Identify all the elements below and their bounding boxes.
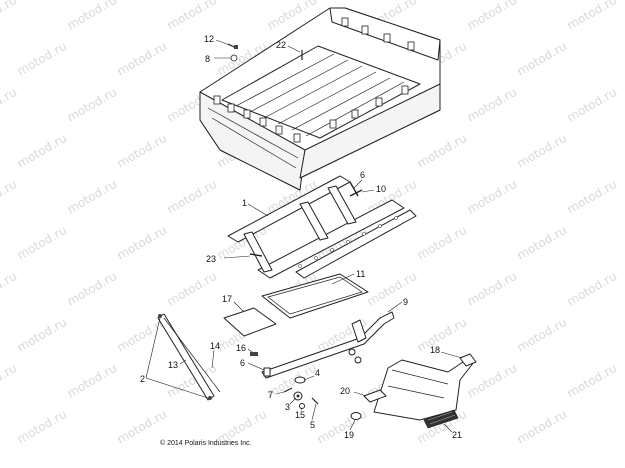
bolt-6-lower — [263, 367, 271, 377]
watermark-text: motod.ru — [0, 0, 19, 33]
floor-panel-11 — [261, 273, 369, 319]
callout-23: 23 — [206, 254, 216, 264]
watermark-text: motod.ru — [65, 177, 120, 217]
nut-8 — [230, 54, 238, 62]
callout-12: 12 — [204, 34, 214, 44]
watermark-text: motod.ru — [465, 85, 520, 125]
watermark-text: motod.ru — [0, 269, 19, 309]
watermark-text: motod.ru — [515, 223, 570, 263]
support-strap-14 — [163, 317, 221, 393]
watermark-text: motod.ru — [65, 269, 120, 309]
watermark-text: motod.ru — [15, 315, 70, 355]
bolt-10 — [349, 189, 363, 197]
watermark-text: motod.ru — [15, 131, 70, 171]
panel-17 — [223, 307, 277, 337]
subframe — [227, 175, 417, 279]
watermark-text: motod.ru — [15, 407, 70, 447]
watermark-text: motod.ru — [0, 177, 19, 217]
callout-16: 16 — [236, 343, 246, 353]
callout-2: 2 — [140, 374, 145, 384]
callout-22: 22 — [276, 40, 286, 50]
watermark-text: motod.ru — [65, 361, 120, 401]
cap-19 — [350, 412, 362, 420]
watermark-text: motod.ru — [515, 39, 570, 79]
washer-15 — [299, 403, 305, 409]
callout-17: 17 — [222, 294, 232, 304]
bolt-6-upper — [349, 181, 359, 197]
watermark-text: motod.ru — [465, 0, 520, 33]
watermark-text: motod.ru — [165, 269, 220, 309]
bolt-23 — [249, 253, 263, 257]
callout-14: 14 — [210, 341, 220, 351]
watermark-text: motod.ru — [565, 85, 620, 125]
callout-6-lower: 6 — [240, 358, 245, 368]
watermark-text: motod.ru — [165, 177, 220, 217]
strap-end-2 — [158, 314, 212, 400]
callout-19: 19 — [344, 430, 354, 440]
watermark-text: motod.ru — [565, 177, 620, 217]
watermark-text: motod.ru — [115, 39, 170, 79]
watermark-text: motod.ru — [415, 223, 470, 263]
leader-lines — [145, 39, 463, 433]
bracket-16 — [250, 352, 258, 356]
callout-15: 15 — [295, 410, 305, 420]
watermark-text: motod.ru — [15, 223, 70, 263]
watermark-text: motod.ru — [565, 361, 620, 401]
callout-9: 9 — [403, 297, 408, 307]
cargo-box — [199, 7, 441, 191]
copyright-notice: © 2014 Polaris Industries Inc. — [160, 439, 252, 447]
spacer-4 — [294, 376, 306, 384]
watermark-text: motod.ru — [0, 361, 19, 401]
bolt-7 — [283, 387, 293, 393]
watermark-text: motod.ru — [165, 0, 220, 33]
support-strap-13 — [157, 313, 215, 401]
watermark-text: motod.ru — [415, 315, 470, 355]
watermark-text: motod.ru — [565, 269, 620, 309]
callout-8: 8 — [205, 54, 210, 64]
watermark-text: motod.ru — [465, 269, 520, 309]
bolt-5 — [311, 397, 319, 405]
callout-7: 7 — [268, 390, 273, 400]
watermark-text: motod.ru — [115, 223, 170, 263]
callout-18: 18 — [430, 345, 440, 355]
callout-4: 4 — [315, 368, 320, 378]
watermark-text: motod.ru — [0, 85, 19, 125]
bushing-pair — [348, 348, 362, 364]
callout-5: 5 — [310, 420, 315, 430]
watermark-text: motod.ru — [115, 131, 170, 171]
watermark-text: motod.ru — [65, 85, 120, 125]
watermark-text: motod.ru — [465, 361, 520, 401]
watermark-text: motod.ru — [515, 315, 570, 355]
watermark-text: motod.ru — [15, 39, 70, 79]
watermark-text: motod.ru — [65, 0, 120, 33]
watermark-text: motod.ru — [415, 131, 470, 171]
callout-13: 13 — [168, 360, 178, 370]
callout-labels: 12 8 22 6 10 1 23 11 17 9 14 13 16 6 18 … — [140, 34, 462, 440]
grille-21 — [423, 409, 459, 429]
callout-20: 20 — [340, 386, 350, 396]
watermark-text: motod.ru — [465, 177, 520, 217]
watermark-text: motod.ru — [515, 131, 570, 171]
bracket-20 — [363, 389, 387, 403]
callout-11: 11 — [356, 269, 365, 279]
watermark-text: motod.ru — [365, 269, 420, 309]
watermark-text: motod.ru — [315, 407, 370, 447]
watermark-text: motod.ru — [565, 0, 620, 33]
callout-21: 21 — [452, 430, 462, 440]
callout-10: 10 — [376, 184, 386, 194]
callout-1: 1 — [242, 198, 247, 208]
callout-6-upper: 6 — [360, 170, 365, 180]
callout-3: 3 — [285, 402, 290, 412]
watermark-text: motod.ru — [515, 407, 570, 447]
bumper-tube-9 — [261, 311, 395, 379]
